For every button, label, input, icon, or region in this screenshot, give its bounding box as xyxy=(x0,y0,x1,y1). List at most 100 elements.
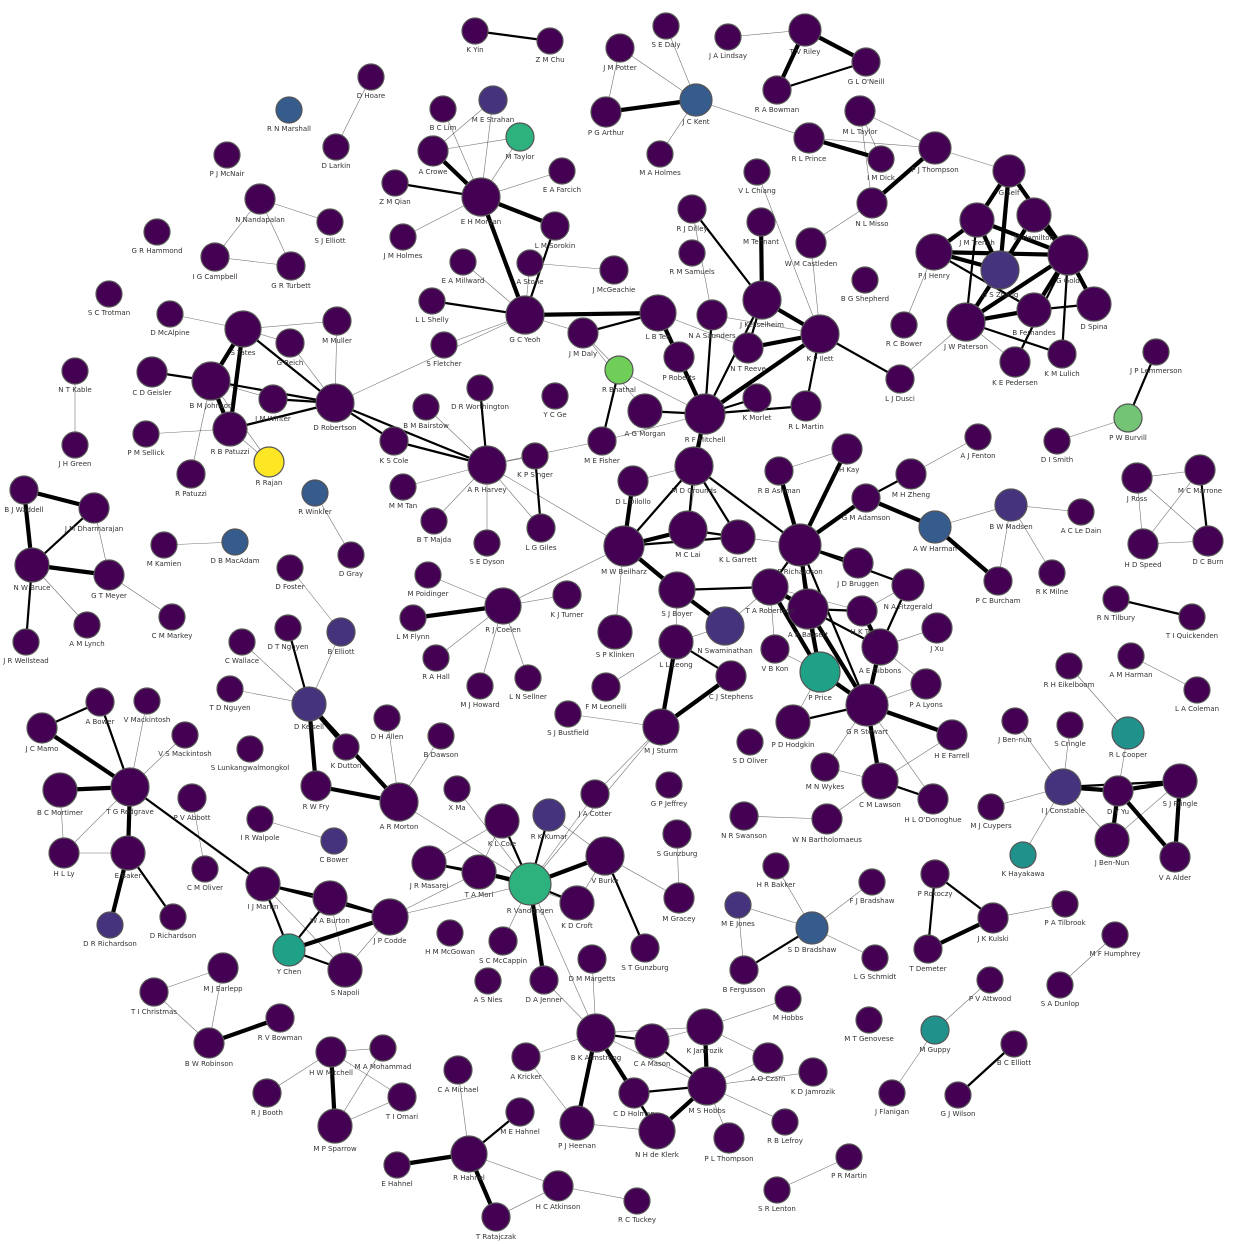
node-p-d-hodgkin[interactable] xyxy=(775,704,811,740)
node-d-robertson[interactable] xyxy=(315,383,355,423)
node-d-foster[interactable] xyxy=(276,554,304,582)
node-j-h-green[interactable] xyxy=(61,431,89,459)
node-k-hayakawa[interactable] xyxy=(1009,841,1037,869)
node-d-richardson[interactable] xyxy=(159,903,187,931)
node-j-m-dharmarajan[interactable] xyxy=(78,492,110,524)
node-j-h-kay[interactable] xyxy=(831,433,863,465)
node-r-b-patuzzi[interactable] xyxy=(212,411,248,447)
node-j-m-daly[interactable] xyxy=(567,317,599,349)
node-m-j-earlepp[interactable] xyxy=(207,952,239,984)
node-v-l-chiang[interactable] xyxy=(743,158,771,186)
node-k-dutton[interactable] xyxy=(332,733,360,761)
node-n-l-misso[interactable] xyxy=(856,187,888,219)
node-a-c-le-dain[interactable] xyxy=(1067,498,1095,526)
node-j-ben-nun[interactable] xyxy=(1094,822,1130,858)
node-p-price[interactable] xyxy=(799,651,841,693)
node-b-dawson[interactable] xyxy=(427,722,455,750)
node-m-e-hahnel[interactable] xyxy=(505,1097,535,1127)
node-a-w-harman[interactable] xyxy=(918,510,952,544)
node-g-t-meyer[interactable] xyxy=(93,559,125,591)
node-d-i-smith[interactable] xyxy=(1043,427,1071,455)
node-d-r-richardson[interactable] xyxy=(96,911,124,939)
node-c-m-oliver[interactable] xyxy=(191,855,219,883)
node-m-guppy[interactable] xyxy=(920,1015,950,1045)
node-i-m-dick[interactable] xyxy=(867,145,895,173)
node-b-fergusson[interactable] xyxy=(729,955,759,985)
node-b-k-armstrong[interactable] xyxy=(576,1013,616,1053)
node-v-a-alder[interactable] xyxy=(1159,841,1191,873)
node-m-kamien[interactable] xyxy=(150,531,178,559)
node-p-w-burvill[interactable] xyxy=(1113,403,1143,433)
node-p-v-abbott[interactable] xyxy=(177,783,207,813)
node-w-n-bartholomaeus[interactable] xyxy=(811,803,843,835)
node-n-h-de-klerk[interactable] xyxy=(638,1112,676,1150)
node-r-h-eikelboom[interactable] xyxy=(1055,652,1083,680)
node-r-b-ashman[interactable] xyxy=(764,456,794,486)
node-a-m-harman[interactable] xyxy=(1117,642,1145,670)
node-s-lunkangwalmongkol[interactable] xyxy=(236,735,264,763)
node-m-m-tan[interactable] xyxy=(389,473,417,501)
node-s-t-gunzburg[interactable] xyxy=(630,933,660,963)
node-k-p-ilett[interactable] xyxy=(800,314,840,354)
node-r-m-samuels[interactable] xyxy=(678,239,706,267)
node-m-taylor[interactable] xyxy=(505,122,535,152)
node-a-stone[interactable] xyxy=(516,249,544,277)
node-t-a-mori[interactable] xyxy=(461,854,497,890)
node-m-e-fisher[interactable] xyxy=(587,426,617,456)
node-g-m-adamson[interactable] xyxy=(851,483,881,513)
node-r-j-booth[interactable] xyxy=(252,1078,282,1108)
node-s-cringle[interactable] xyxy=(1056,711,1084,739)
node-c-d-geisler[interactable] xyxy=(136,356,168,388)
node-l-j-dusci[interactable] xyxy=(885,364,915,394)
node-a-bower[interactable] xyxy=(85,687,115,717)
node-m-f-humphrey[interactable] xyxy=(1101,921,1129,949)
node-d-a-jenner[interactable] xyxy=(529,965,559,995)
node-h-l-ly[interactable] xyxy=(48,837,80,869)
node-p-r-martin[interactable] xyxy=(835,1143,863,1171)
node-b-g-shepherd[interactable] xyxy=(851,266,879,294)
node-m-hobbs[interactable] xyxy=(774,985,802,1013)
node-r-l-prince[interactable] xyxy=(793,122,825,154)
node-d-spina[interactable] xyxy=(1076,286,1112,322)
node-m-gracey[interactable] xyxy=(663,882,695,914)
node-p-a-tilbrook[interactable] xyxy=(1051,890,1079,918)
node-r-j-coelen[interactable] xyxy=(484,587,522,625)
node-m-d-grounds[interactable] xyxy=(674,446,714,486)
node-z-m-chu[interactable] xyxy=(536,27,564,55)
node-m-p-sparrow[interactable] xyxy=(317,1108,353,1144)
node-k-morlet[interactable] xyxy=(742,383,772,413)
node-s-j-pringle[interactable] xyxy=(1162,763,1198,799)
node-d-gray[interactable] xyxy=(337,541,365,569)
node-p-richardson[interactable] xyxy=(778,523,822,567)
node-n-w-bruce[interactable] xyxy=(14,547,50,583)
node-v-mackintosh[interactable] xyxy=(133,687,161,715)
node-g-r-hammond[interactable] xyxy=(143,218,171,246)
node-r-b-lefroy[interactable] xyxy=(771,1108,799,1136)
node-m-s-hobbs[interactable] xyxy=(687,1066,727,1106)
node-l-n-sellner[interactable] xyxy=(514,664,542,692)
node-n-nandapalan[interactable] xyxy=(244,183,276,215)
node-c-m-lawson[interactable] xyxy=(861,762,899,800)
node-l-b-tee[interactable] xyxy=(639,294,677,332)
node-t-i-quickenden[interactable] xyxy=(1178,603,1206,631)
node-s-e-daly[interactable] xyxy=(652,12,680,40)
node-r-bhathal[interactable] xyxy=(604,355,634,385)
node-n-t-kable[interactable] xyxy=(61,357,89,385)
node-b-elliott[interactable] xyxy=(326,617,356,647)
node-f-m-leonelli[interactable] xyxy=(591,672,621,702)
node-b-j-waddell[interactable] xyxy=(9,475,39,505)
node-h-k-tsi[interactable] xyxy=(846,595,878,627)
node-i-j-martin[interactable] xyxy=(245,866,281,902)
node-a-e-gibbons[interactable] xyxy=(861,628,899,666)
node-m-a-mohammad[interactable] xyxy=(369,1034,397,1062)
node-m-e-jones[interactable] xyxy=(724,891,752,919)
node-l-g-schmidt[interactable] xyxy=(861,944,889,972)
node-l-l-shelly[interactable] xyxy=(418,287,446,315)
node-p-j-heenan[interactable] xyxy=(559,1105,595,1141)
node-c-j-stephens[interactable] xyxy=(715,660,747,692)
node-e-a-farcich[interactable] xyxy=(548,157,576,185)
node-g-reich[interactable] xyxy=(275,328,305,358)
node-d-t-nguyen[interactable] xyxy=(274,614,302,642)
node-g-gold[interactable] xyxy=(1047,234,1089,276)
node-s-a-dunlop[interactable] xyxy=(1046,971,1074,999)
